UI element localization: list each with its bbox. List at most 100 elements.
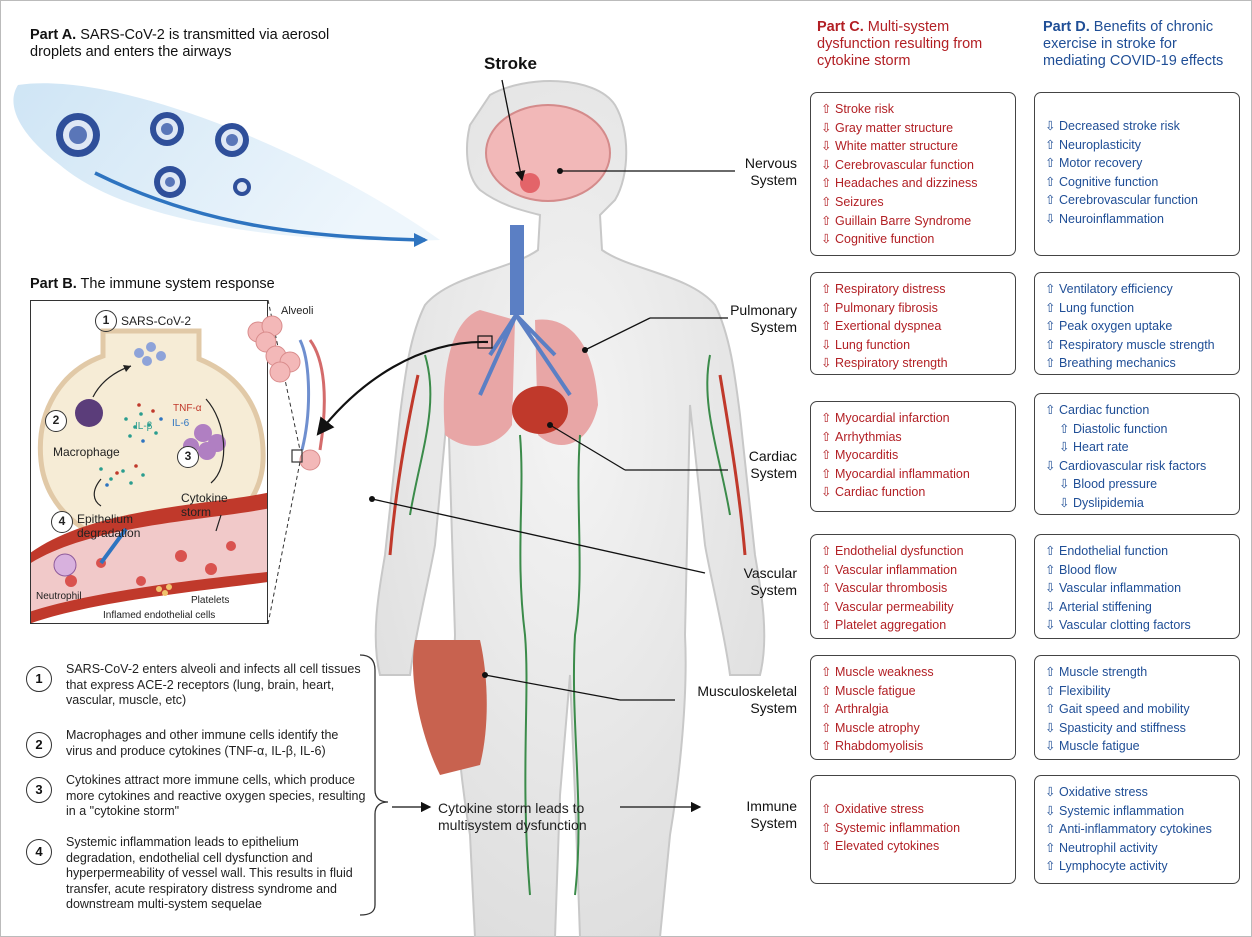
effect-item: ⇧Respiratory muscle strength bbox=[1045, 336, 1231, 355]
effect-item: ⇩Neuroinflammation bbox=[1045, 210, 1231, 229]
system-label-pulmonary: PulmonarySystem bbox=[700, 302, 797, 335]
effect-item: ⇧Ventilatory efficiency bbox=[1045, 280, 1231, 299]
effect-text: Blood flow bbox=[1059, 563, 1117, 577]
effect-text: Spasticity and stiffness bbox=[1059, 721, 1186, 735]
effect-text: Pulmonary fibrosis bbox=[835, 301, 938, 315]
increase-arrow-icon: ⇧ bbox=[821, 800, 835, 819]
increase-arrow-icon: ⇧ bbox=[821, 700, 835, 719]
effect-text: Cardiac function bbox=[835, 485, 925, 499]
effect-item: ⇩Muscle fatigue bbox=[1045, 737, 1231, 756]
increase-arrow-icon: ⇧ bbox=[821, 193, 835, 212]
effect-item: ⇧Headaches and dizziness bbox=[821, 174, 1007, 193]
increase-arrow-icon: ⇧ bbox=[1045, 191, 1059, 210]
effect-item: ⇩Blood pressure bbox=[1045, 475, 1231, 494]
effect-text: Neutrophil activity bbox=[1059, 841, 1158, 855]
effect-item: ⇧Myocarditis bbox=[821, 446, 1007, 465]
effect-item: ⇩Systemic inflammation bbox=[1045, 802, 1231, 821]
increase-arrow-icon: ⇧ bbox=[821, 174, 835, 193]
effect-text: Systemic inflammation bbox=[835, 821, 960, 835]
effect-item: ⇧Motor recovery bbox=[1045, 154, 1231, 173]
effect-item: ⇧Respiratory distress bbox=[821, 280, 1007, 299]
effect-item: ⇧Vascular thrombosis bbox=[821, 579, 1007, 598]
effect-text: Cerebrovascular function bbox=[835, 158, 974, 172]
effect-text: Lymphocyte activity bbox=[1059, 859, 1168, 873]
effect-item: ⇧Myocardial inflammation bbox=[821, 465, 1007, 484]
effect-text: Muscle fatigue bbox=[1059, 739, 1140, 753]
effect-text: Blood pressure bbox=[1073, 477, 1157, 491]
decrease-arrow-icon: ⇩ bbox=[1045, 457, 1059, 476]
effect-item: ⇩Heart rate bbox=[1045, 438, 1231, 457]
effect-text: Lung function bbox=[1059, 301, 1134, 315]
partd-box-vascular: ⇧Endothelial function ⇧Blood flow ⇩Vascula… bbox=[1034, 534, 1240, 639]
effect-text: Decreased stroke risk bbox=[1059, 119, 1180, 133]
effect-item: ⇧Pulmonary fibrosis bbox=[821, 299, 1007, 318]
decrease-arrow-icon: ⇩ bbox=[1045, 579, 1059, 598]
effect-text: Systemic inflammation bbox=[1059, 804, 1184, 818]
effect-item: ⇧Muscle atrophy bbox=[821, 719, 1007, 738]
increase-arrow-icon: ⇧ bbox=[1045, 173, 1059, 192]
decrease-arrow-icon: ⇩ bbox=[1045, 210, 1059, 229]
partd-box-cardiac: ⇧Cardiac function⇧Diastolic function⇩Hea… bbox=[1034, 393, 1240, 515]
effect-item: ⇧Endothelial dysfunction bbox=[821, 542, 1007, 561]
increase-arrow-icon: ⇧ bbox=[1045, 561, 1059, 580]
effect-item: ⇧Systemic inflammation bbox=[821, 819, 1007, 838]
effect-item: ⇧Lymphocyte activity bbox=[1045, 857, 1231, 876]
increase-arrow-icon: ⇧ bbox=[821, 100, 835, 119]
system-label-musculoskeletal: MusculoskeletalSystem bbox=[660, 683, 797, 716]
increase-arrow-icon: ⇧ bbox=[821, 579, 835, 598]
effect-text: Endothelial function bbox=[1059, 544, 1168, 558]
decrease-arrow-icon: ⇩ bbox=[821, 156, 835, 175]
effect-item: ⇧Exertional dyspnea bbox=[821, 317, 1007, 336]
effect-item: ⇩Vascular clotting factors bbox=[1045, 616, 1231, 635]
effect-text: Cardiac function bbox=[1059, 403, 1149, 417]
effect-text: Muscle fatigue bbox=[835, 684, 916, 698]
effect-item: ⇧Breathing mechanics bbox=[1045, 354, 1231, 373]
decrease-arrow-icon: ⇩ bbox=[821, 230, 835, 249]
effect-text: Myocardial infarction bbox=[835, 411, 950, 425]
effect-text: Respiratory muscle strength bbox=[1059, 338, 1215, 352]
increase-arrow-icon: ⇧ bbox=[1045, 700, 1059, 719]
effect-text: Gait speed and mobility bbox=[1059, 702, 1190, 716]
increase-arrow-icon: ⇧ bbox=[821, 299, 835, 318]
effect-text: Muscle weakness bbox=[835, 665, 934, 679]
effect-text: Arthralgia bbox=[835, 702, 889, 716]
effect-text: Lung function bbox=[835, 338, 910, 352]
increase-arrow-icon: ⇧ bbox=[1045, 682, 1059, 701]
effect-text: Seizures bbox=[835, 195, 884, 209]
effect-item: ⇧Vascular permeability bbox=[821, 598, 1007, 617]
increase-arrow-icon: ⇧ bbox=[1045, 839, 1059, 858]
effect-item: ⇧Cognitive function bbox=[1045, 173, 1231, 192]
increase-arrow-icon: ⇧ bbox=[1045, 154, 1059, 173]
system-label-cardiac: CardiacSystem bbox=[700, 448, 797, 481]
effect-text: Endothelial dysfunction bbox=[835, 544, 964, 558]
decrease-arrow-icon: ⇩ bbox=[1045, 719, 1059, 738]
effect-text: Cardiovascular risk factors bbox=[1059, 459, 1206, 473]
effect-item: ⇧Peak oxygen uptake bbox=[1045, 317, 1231, 336]
effect-item: ⇧Diastolic function bbox=[1045, 420, 1231, 439]
effect-item: ⇧Arthralgia bbox=[821, 700, 1007, 719]
effect-item: ⇩Cardiovascular risk factors bbox=[1045, 457, 1231, 476]
effect-text: Elevated cytokines bbox=[835, 839, 939, 853]
effect-item: ⇧Guillain Barre Syndrome bbox=[821, 212, 1007, 231]
effect-text: Stroke risk bbox=[835, 102, 894, 116]
increase-arrow-icon: ⇧ bbox=[1045, 299, 1059, 318]
decrease-arrow-icon: ⇩ bbox=[1045, 117, 1059, 136]
effect-item: ⇩White matter structure bbox=[821, 137, 1007, 156]
decrease-arrow-icon: ⇩ bbox=[1045, 616, 1059, 635]
effect-text: Neuroplasticity bbox=[1059, 138, 1141, 152]
increase-arrow-icon: ⇧ bbox=[1045, 820, 1059, 839]
effect-text: Vascular inflammation bbox=[835, 563, 957, 577]
effect-text: Dyslipidemia bbox=[1073, 496, 1144, 510]
partc-box-cardiac: ⇧Myocardial infarction⇧Arrhythmias⇧Myoca… bbox=[810, 401, 1016, 512]
effect-item: ⇧Muscle weakness bbox=[821, 663, 1007, 682]
effect-text: Gray matter structure bbox=[835, 121, 953, 135]
increase-arrow-icon: ⇧ bbox=[821, 616, 835, 635]
increase-arrow-icon: ⇧ bbox=[1045, 354, 1059, 373]
increase-arrow-icon: ⇧ bbox=[821, 542, 835, 561]
effect-item: ⇧Muscle fatigue bbox=[821, 682, 1007, 701]
increase-arrow-icon: ⇧ bbox=[821, 819, 835, 838]
effect-text: Vascular thrombosis bbox=[835, 581, 947, 595]
effect-item: ⇧Blood flow bbox=[1045, 561, 1231, 580]
